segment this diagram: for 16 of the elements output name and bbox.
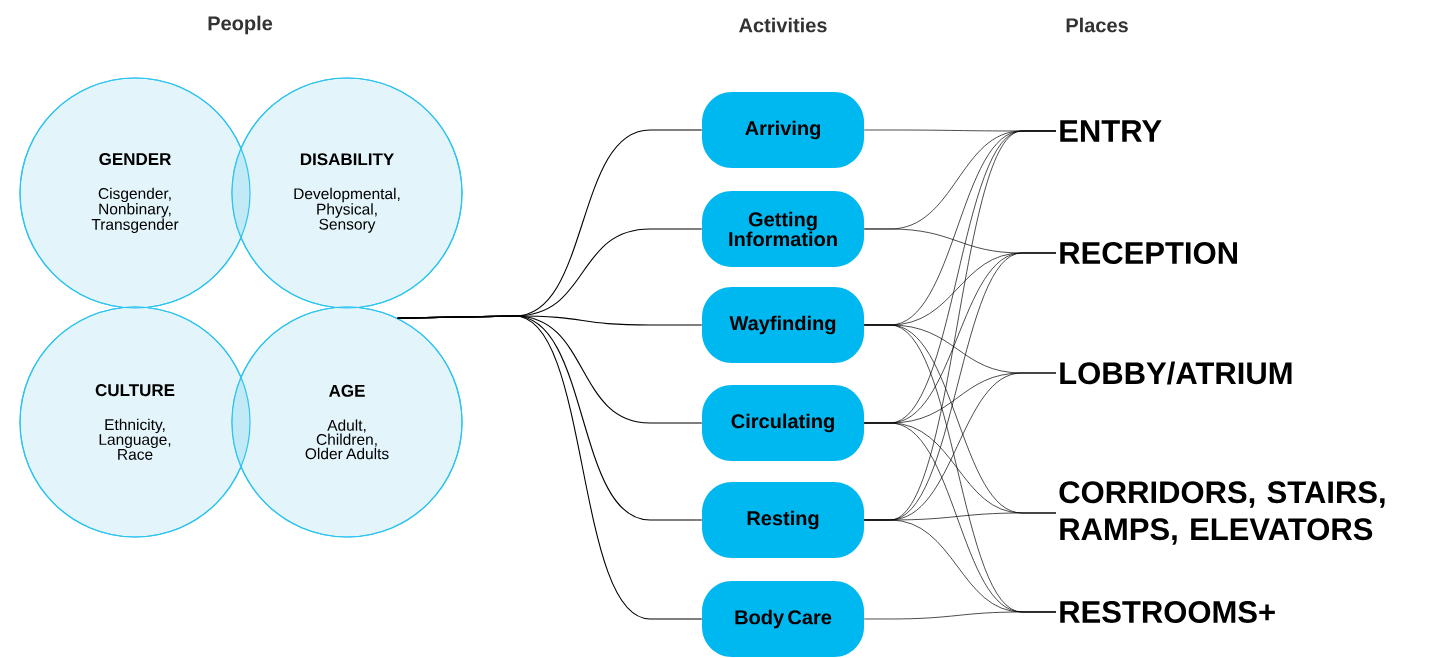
activity-pill: Resting bbox=[702, 482, 864, 558]
connector-line bbox=[397, 315, 703, 620]
place-label: ENTRY bbox=[1060, 120, 1162, 142]
activity-pill: Wayfinding bbox=[702, 287, 864, 363]
column-heading: People bbox=[208, 15, 273, 35]
place-label: RECEPTION bbox=[1060, 242, 1237, 264]
activity-pill: Circulating bbox=[702, 385, 864, 461]
column-heading: Activities bbox=[739, 17, 827, 33]
activity-pill: Arriving bbox=[702, 92, 864, 168]
place-label: RESTROOMS+ bbox=[1060, 601, 1275, 623]
column-heading: Places bbox=[1066, 17, 1128, 33]
connector-line bbox=[863, 611, 1057, 620]
activity-pill: Getting Information bbox=[702, 191, 864, 267]
place-label: LOBBY/ATRIUM bbox=[1060, 361, 1292, 385]
place-label: CORRIDORS, STAIRS, RAMPS, ELEVATORS bbox=[1059, 481, 1385, 545]
activity-pill: Body Care bbox=[702, 581, 864, 657]
